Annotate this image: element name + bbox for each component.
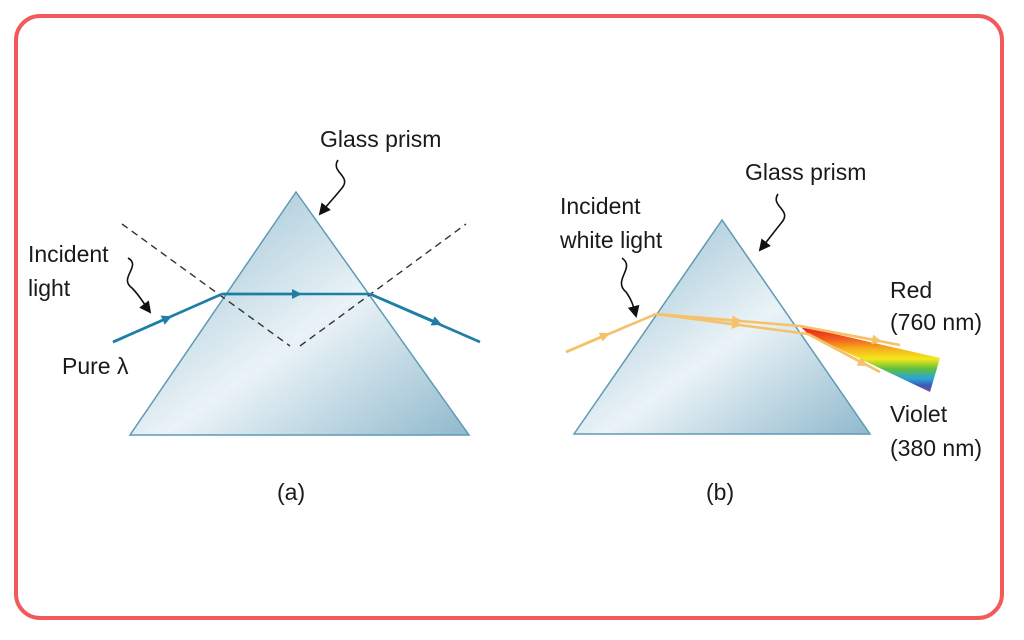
panel-a: Glass prism Incident light Pure λ (a): [28, 126, 481, 505]
glass-prism-label-b: Glass prism: [745, 159, 866, 185]
spectrum-beam: [800, 326, 940, 392]
caption-b: (b): [706, 479, 734, 505]
incident-white-light-label-line1: Incident: [560, 193, 641, 219]
squiggle-arrow-glass-prism-a: [318, 159, 346, 216]
monochromatic-ray: [112, 289, 481, 344]
violet-label-line1: Violet: [890, 401, 948, 427]
pure-lambda-label: Pure λ: [62, 353, 129, 379]
incident-white-light-label-line2: white light: [559, 227, 663, 253]
squiggle-arrow-incident-a: [126, 257, 152, 314]
incident-light-label-line1: Incident: [28, 241, 109, 267]
incident-light-label-line2: light: [28, 275, 71, 301]
normal-line-right: [299, 223, 467, 347]
figure-frame: [14, 14, 1004, 620]
glass-prism-label-a: Glass prism: [320, 126, 441, 152]
caption-a: (a): [277, 479, 305, 505]
glass-prism-b: [572, 218, 872, 435]
violet-label-line2: (380 nm): [890, 435, 982, 461]
normal-line-left: [121, 223, 291, 347]
red-label-line1: Red: [890, 277, 932, 303]
squiggle-arrow-incident-b: [620, 257, 640, 318]
white-light-ray: [565, 312, 901, 374]
red-label-line2: (760 nm): [890, 309, 982, 335]
glass-prism-a: [128, 190, 471, 436]
squiggle-arrow-glass-prism-b: [758, 193, 786, 252]
panel-b: Glass prism Incident white light Red (76…: [559, 159, 982, 505]
